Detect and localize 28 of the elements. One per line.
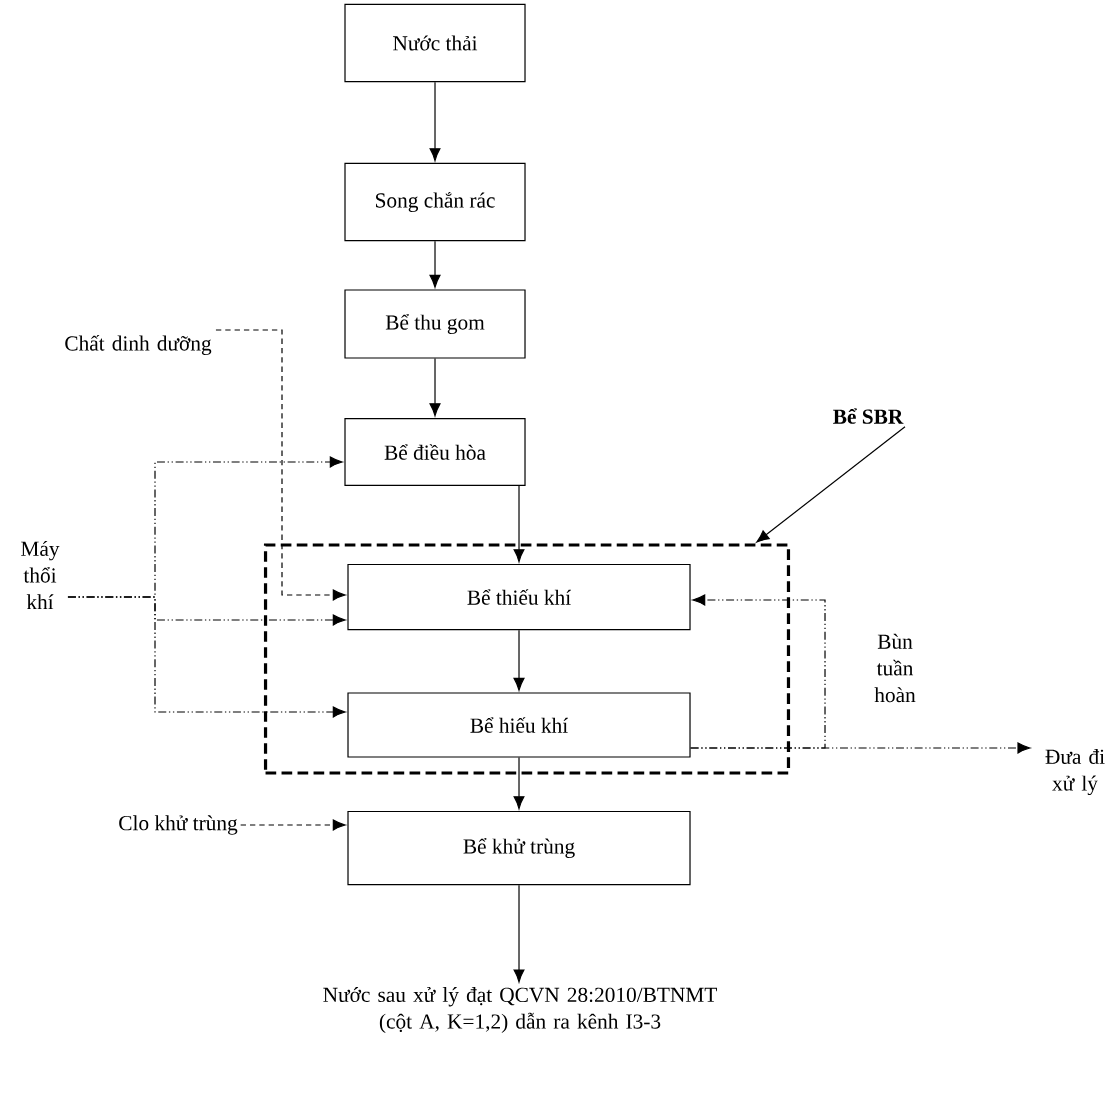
text-label: Clo khử trùng [119,815,238,835]
process-box: Bể thu gom [344,289,526,359]
text-label: Nước sau xử lý đạt QCVN 28:2010/BTNMT (cột A, K=1,2) dẫn ra kênh I3-3 [323,987,717,1034]
text-label: Máy thổi khí [21,540,60,610]
arrow [215,329,346,601]
arrow [690,594,826,749]
text-label: Chất dinh dưỡng [65,335,212,356]
process-box: Bể hiếu khí [347,692,691,758]
arrow [513,884,525,983]
arrow [690,742,1031,754]
arrow [756,426,906,543]
arrow [513,629,525,691]
arrow [429,358,441,417]
process-box: Bể điều hòa [344,417,526,487]
edge-label: Bùn tuần hoàn [874,633,916,703]
arrow [429,240,441,288]
text-label: Bể SBR [833,408,904,424]
arrow [513,757,525,810]
arrow [240,819,346,831]
process-box: Bể khử trùng [347,810,691,886]
process-box: Nước thải [344,3,526,83]
arrow [67,596,346,718]
dashed-group-box [263,543,791,775]
arrow [513,485,525,563]
process-box: Bể thiếu khí [347,563,691,631]
arrow [429,81,441,162]
process-box: Song chắn rác [344,162,526,242]
text-label: Đưa đi xử lý [1045,748,1105,796]
